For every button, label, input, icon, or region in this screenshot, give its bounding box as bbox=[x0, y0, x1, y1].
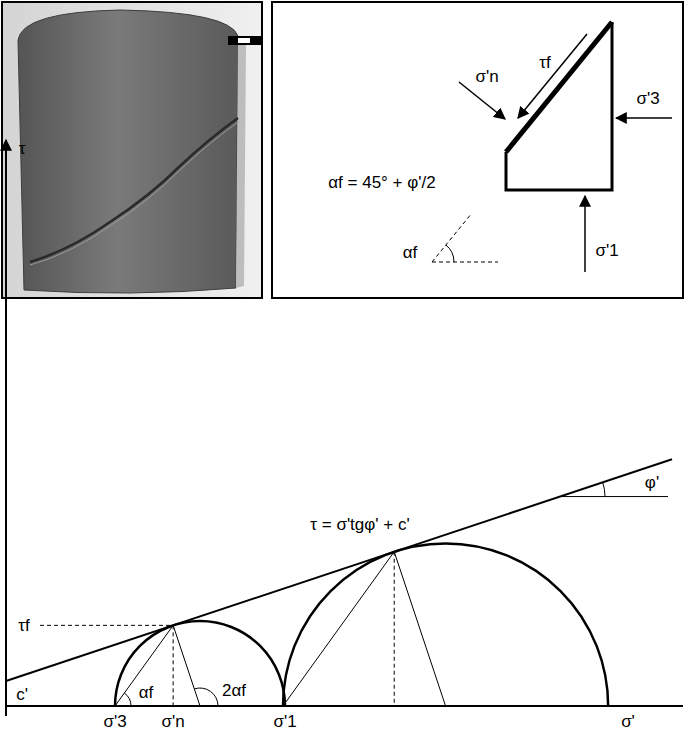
radius-large bbox=[394, 552, 445, 706]
angle-formula: αf = 45° + φ'/2 bbox=[328, 174, 435, 191]
stress-label: σ'1 bbox=[595, 242, 618, 259]
two-alpha-arc bbox=[194, 688, 218, 706]
large-mohr-circle bbox=[283, 543, 608, 706]
axis-label: σ' bbox=[621, 713, 635, 730]
scale-bar-tick bbox=[238, 38, 250, 43]
panel-frame bbox=[272, 2, 683, 298]
angle-plane bbox=[432, 214, 471, 262]
soil-specimen bbox=[18, 10, 238, 293]
phi-arc bbox=[603, 482, 605, 496]
radius-small bbox=[173, 625, 200, 706]
failure-envelope bbox=[6, 459, 672, 681]
stress-label: τf bbox=[539, 54, 550, 71]
pole-chord-small bbox=[115, 625, 173, 706]
envelope-equation: τ = σ'tgφ' + c' bbox=[310, 515, 409, 532]
axis-value: σ'1 bbox=[273, 713, 296, 730]
tau-f-projection bbox=[40, 625, 173, 626]
stress-label: σ'3 bbox=[636, 90, 659, 107]
failure-plane bbox=[506, 22, 612, 152]
angle-label: αf bbox=[403, 244, 418, 261]
angle-arc bbox=[446, 245, 454, 262]
small-mohr-circle bbox=[115, 621, 285, 706]
stress-label: σ'n bbox=[475, 68, 498, 85]
tau-axis bbox=[5, 140, 7, 716]
crack-edge bbox=[30, 122, 238, 265]
phi-reference bbox=[560, 496, 668, 497]
angle-label: 2αf bbox=[222, 682, 246, 699]
axis-value: τf bbox=[18, 617, 29, 634]
projection-small bbox=[173, 625, 174, 706]
axis-value: c' bbox=[16, 686, 28, 703]
projection-large bbox=[394, 552, 395, 706]
photo-frame bbox=[2, 2, 262, 298]
scale-bar bbox=[228, 36, 261, 45]
specimen-shadow bbox=[236, 40, 246, 288]
axis-value: σ'n bbox=[162, 713, 185, 730]
normal-stress-arrow bbox=[459, 82, 505, 119]
alpha-arc bbox=[124, 693, 131, 706]
axis-value: σ'3 bbox=[103, 713, 126, 730]
major-stress-arrow bbox=[584, 196, 586, 272]
soil-element-panel bbox=[272, 2, 683, 298]
axis-label: τ bbox=[19, 140, 26, 157]
angle-label: αf bbox=[139, 684, 154, 701]
minor-stress-arrow bbox=[616, 117, 672, 119]
specimen-photo bbox=[2, 2, 262, 298]
shear-stress-arrow bbox=[518, 34, 587, 118]
angle-reference bbox=[432, 262, 498, 263]
photo-background bbox=[2, 2, 262, 298]
shear-crack bbox=[30, 118, 238, 262]
sigma-axis bbox=[6, 705, 683, 707]
mohr-diagram bbox=[6, 140, 683, 716]
angle-label: φ' bbox=[645, 474, 659, 491]
pole-chord-large bbox=[283, 552, 394, 706]
soil-element bbox=[506, 22, 612, 190]
